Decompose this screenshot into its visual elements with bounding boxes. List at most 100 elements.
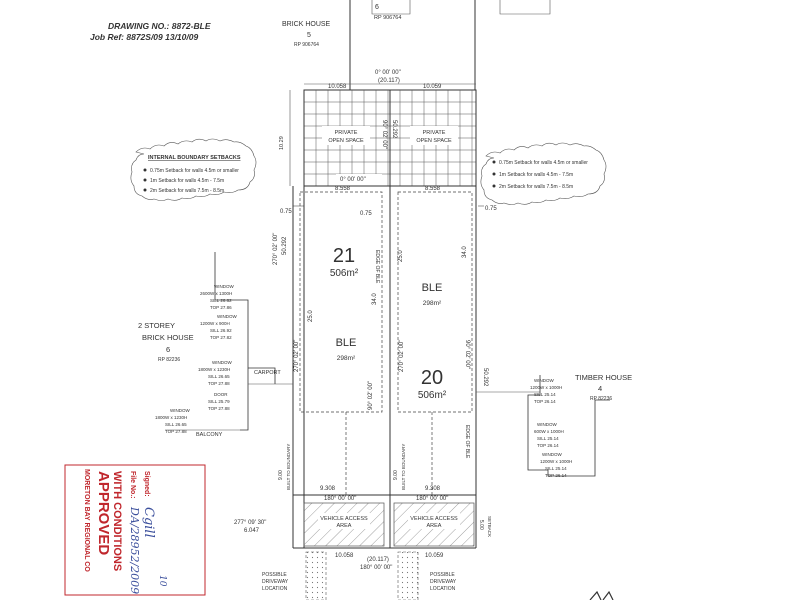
lot-20-area: 506m² <box>418 390 447 401</box>
mid-length-left: 8.558 <box>335 186 351 192</box>
lot20-length-2: 34.0 <box>462 246 468 258</box>
center-bearing-a: 90° 02' 00" <box>368 381 374 410</box>
brick-house-5-label: BRICK HOUSE <box>282 21 331 28</box>
window-note-line: SILL 26.65 <box>165 422 187 427</box>
stamp-file-label: File No.: <box>129 471 136 499</box>
window-note-line: TOP 27.88 <box>165 429 187 434</box>
right-length: 50.292 <box>482 368 488 387</box>
driveway-right-3: LOCATION <box>430 586 456 592</box>
setback-mid: 0.75 <box>360 211 372 217</box>
private-open-space-left-1: PRIVATE <box>335 130 358 136</box>
private-label-bg-right <box>410 126 458 145</box>
bullet-icon <box>143 168 147 172</box>
private-open-space-right-1: PRIVATE <box>423 130 446 136</box>
left-bearing: 270° 02' 00" <box>273 233 279 265</box>
window-note-line: 1800W x 1230H <box>198 367 230 372</box>
lot-20-number: 20 <box>421 367 443 389</box>
window-note: WINDOW 2600W x 1300H SILL 26.62 TOP 27.8… <box>200 284 234 310</box>
setback-cloud-right <box>480 142 607 205</box>
ble-envelope-right <box>397 191 473 413</box>
private-open-space-right-2: OPEN SPACE <box>416 138 452 144</box>
window-note-line: 1200W x 1000H <box>530 385 562 390</box>
top-total-length: (20.117) <box>378 78 400 84</box>
driveway-left <box>305 551 327 600</box>
drawing-number: DRAWING NO.: 8872-BLE <box>108 21 211 31</box>
vehicle-access-right-1: VEHICLE ACCESS <box>410 516 458 522</box>
mid-bearing-left: 0° 00' 00" <box>340 177 366 183</box>
built-to-boundary-left-dim: 9.00 <box>278 470 284 480</box>
setback-right-rule-2: 1m Setback for walls 4.5m - 7.5m <box>499 172 573 178</box>
setback-value: 5.00 <box>478 520 484 530</box>
edge-of-ble-left: EDGE OF BLE <box>374 250 380 284</box>
setback-label: SETBACK <box>487 516 492 537</box>
window-note-line: TOP 27.82 <box>210 335 232 340</box>
driveway-right <box>397 551 419 600</box>
window-note-line: SILL 26.62 <box>210 298 232 303</box>
page-edge-mark <box>589 590 614 600</box>
stamp-council: MORETON BAY REGIONAL CO <box>83 469 90 572</box>
setback-right-rule-1: 0.75m Setback for walls 4.5m or smaller <box>499 160 588 166</box>
window-schedule-left: WINDOW 2600W x 1300H SILL 26.62 TOP 27.8… <box>155 284 237 434</box>
timber-house-label: TIMBER HOUSE <box>575 373 632 382</box>
built-to-boundary-right: BUILT TO BOUNDARY <box>401 444 406 490</box>
private-label-bg-left <box>322 126 370 145</box>
door-note: DOOR SILL 25.79 TOP 27.88 <box>208 392 230 411</box>
top-neighbor-number: 6 <box>375 4 379 11</box>
stamp-conditions: WITH CONDITIONS <box>111 471 123 571</box>
window-note-line: 1200W x 900H <box>200 321 230 326</box>
stamp-date: 10 <box>157 575 167 587</box>
window-note-line: SILL 26.65 <box>208 374 230 379</box>
driveway-right-1: POSSIBLE <box>430 572 455 578</box>
window-note-line: SILL 25.14 <box>534 392 556 397</box>
center-length-top: 50.292 <box>391 120 397 139</box>
driveway-left-3: LOCATION <box>262 586 288 592</box>
vehicle-access-left-1: VEHICLE ACCESS <box>320 516 368 522</box>
window-note-line: WINDOW <box>170 408 190 413</box>
window-note-line: WINDOW <box>537 422 557 427</box>
door-note-line: SILL 25.79 <box>208 399 230 404</box>
lot-21-area: 506m² <box>330 268 359 279</box>
window-note: WINDOW 1800W x 1230H SILL 26.65 TOP 27.8… <box>198 360 232 386</box>
bullet-icon <box>492 160 496 164</box>
edge-of-ble-right: EDGE OF BLE <box>464 425 470 459</box>
storey-house-line1: 2 STOREY <box>138 321 175 330</box>
built-to-boundary-right-dim: 9.00 <box>393 470 399 480</box>
corner-bearing: 277° 09' 30" <box>234 520 266 526</box>
right-bearing: 90° 02' 00" <box>464 340 470 369</box>
setback-cloud-left <box>130 138 257 201</box>
brick-house-5-rp: RP 906764 <box>294 42 319 48</box>
lot-21-number: 21 <box>333 245 355 267</box>
lot21-bearing-label: 270° 02' 00" <box>294 340 300 372</box>
lot21-length: 25.0 <box>308 310 314 322</box>
carport-label: CARPORT <box>254 370 281 376</box>
window-note-line: TOP 26.14 <box>534 399 556 404</box>
setback-left-rule-1: 0.75m Setback for walls 4.5m or smaller <box>150 168 239 174</box>
window-note: WINDOW 600W x 1000H SILL 25.14 TOP 26.14 <box>534 422 564 448</box>
corner-length: 6.047 <box>244 528 260 534</box>
window-note-line: 2600W x 1300H <box>200 291 232 296</box>
top-bearing: 0° 00' 00" <box>375 70 401 76</box>
base-total-length: (20.117) <box>367 557 389 563</box>
stamp-file-value: DA/28952/2009 <box>128 506 141 594</box>
stamp-signature: Cgill <box>141 507 156 538</box>
window-note-line: SILL 25.14 <box>545 466 567 471</box>
driveway-left-1: POSSIBLE <box>262 572 287 578</box>
setback-left-rule-2: 1m Setback for walls 4.5m - 7.5m <box>150 178 224 184</box>
window-note-line: SILL 26.92 <box>210 328 232 333</box>
driveway-left-2: DRIVEWAY <box>262 579 289 585</box>
window-note-line: TOP 27.86 <box>210 305 232 310</box>
window-note: WINDOW 1800W x 1230H SILL 26.65 TOP 27.8… <box>155 408 190 434</box>
timber-house-number: 4 <box>598 384 602 393</box>
private-open-space-left-2: OPEN SPACE <box>328 138 364 144</box>
storey-house-line2: BRICK HOUSE <box>142 333 194 342</box>
top-right-length: 10.059 <box>423 84 442 90</box>
job-reference: Job Ref: 8872S/09 13/10/09 <box>90 32 198 42</box>
ble-left-label: BLE <box>336 337 357 349</box>
setback-left: 0.75 <box>280 209 292 215</box>
window-note-line: TOP 26.14 <box>545 473 567 478</box>
lot20-bearing-label: 270° 02' 00" <box>399 340 405 372</box>
lot21-length-2: 34.0 <box>372 293 378 305</box>
window-note: WINDOW 1200W x 900H SILL 26.92 TOP 27.82 <box>200 314 237 340</box>
vehicle-access-right-2: AREA <box>427 523 442 529</box>
